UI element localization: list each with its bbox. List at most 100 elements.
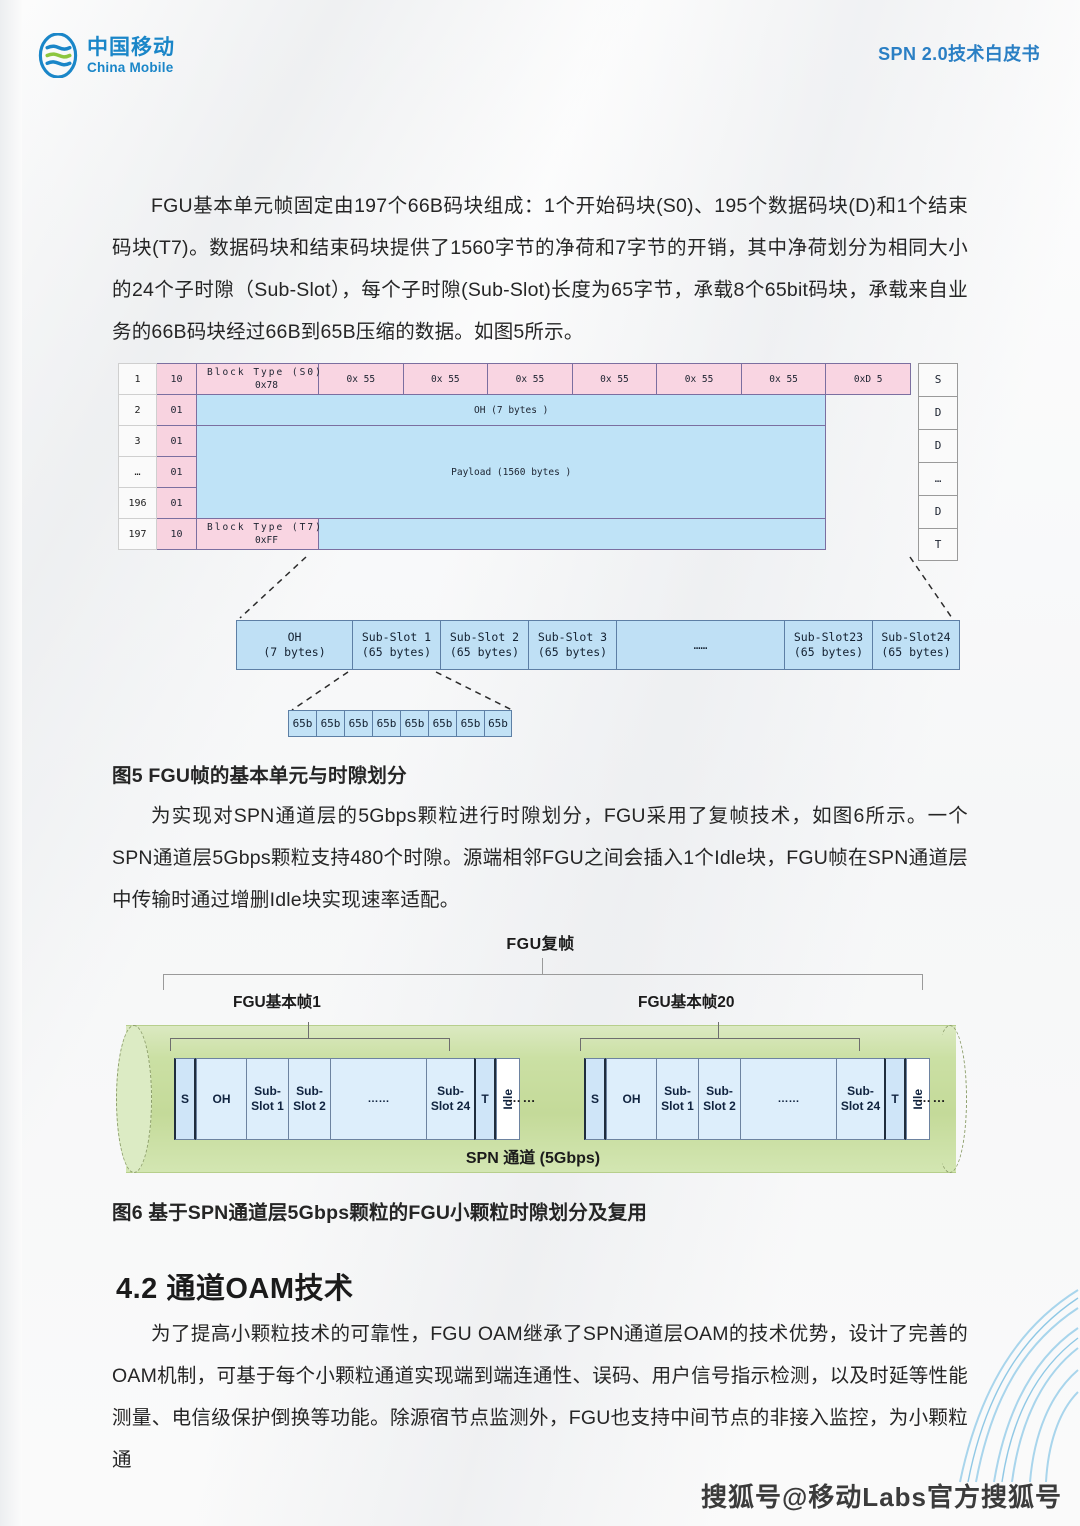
frame20-brace <box>580 1038 860 1051</box>
page-left-edge-shadow <box>0 0 22 1526</box>
paragraph-2: 为实现对SPN通道层的5Gbps颗粒进行时隙划分，FGU采用了复帧技术，如图6所… <box>112 805 968 911</box>
hex-cell-5: 0x 55 <box>656 363 742 395</box>
cell-line2: Slot 2 <box>703 1099 736 1113</box>
cylinder-left-cap <box>116 1025 152 1173</box>
paragraph-3: 为了提高小颗粒技术的可靠性，FGU OAM继承了SPN通道层OAM的技术优势，设… <box>112 1323 968 1471</box>
block-type-t7-line1: Block Type (T7) <box>207 522 323 533</box>
table-row: 1 10 Block Type (S0) 0x78 0x 55 0x 55 0x… <box>118 363 911 395</box>
row-index: 1 <box>118 363 157 395</box>
brand-wordmark: 中国移动 China Mobile <box>87 37 175 75</box>
subslot-line1: Sub-Slot23 <box>793 630 864 644</box>
bit-block: 65b <box>372 710 400 737</box>
frame-cell-s: S <box>584 1058 606 1140</box>
subslot-cell-3: Sub-Slot 3 (65 bytes) <box>528 620 616 670</box>
subslot-line2: (65 bytes) <box>449 645 520 659</box>
subslot-cell-23: Sub-Slot23 (65 bytes) <box>784 620 872 670</box>
tail-payload-cell <box>317 518 827 550</box>
subslot-cell-2: Sub-Slot 2 (65 bytes) <box>440 620 528 670</box>
section-heading-4-2: 4.2 通道OAM技术 <box>116 1273 354 1305</box>
sync-bits: 10 <box>156 363 197 395</box>
fgu-basic-frame-20: S OH Sub- Slot 1 Sub- Slot 2 …… Sub- Slo… <box>584 1058 930 1140</box>
cell-line2: Slot 24 <box>430 1099 471 1113</box>
frame-type-cell: S <box>918 363 958 396</box>
subslot-line1: Sub-Slot24 <box>881 630 951 644</box>
fgu-frame-table: 1 10 Block Type (S0) 0x78 0x 55 0x 55 0x… <box>118 363 911 550</box>
bit-block: 65b <box>484 710 512 737</box>
hex-cell-1: 0x 55 <box>318 363 404 395</box>
bit-block: 65b <box>400 710 428 737</box>
page-header: 中国移动 China Mobile SPN 2.0技术白皮书 <box>0 0 1080 110</box>
oh-cell: OH (7 bytes ) <box>195 394 827 426</box>
cell-line1: Sub- <box>706 1084 733 1098</box>
frame-cell-oh: OH <box>606 1058 656 1140</box>
document-title: SPN 2.0技术白皮书 <box>878 44 1040 64</box>
watermark-text: 搜狐号@移动Labs官方搜狐号 <box>700 1482 1062 1512</box>
brand-name-en: China Mobile <box>87 59 174 75</box>
row-index: 197 <box>118 518 157 550</box>
frame-type-column: S D D … D T <box>918 363 958 561</box>
frame20-brace-tick <box>718 1022 720 1038</box>
bit-block: 65b <box>316 710 344 737</box>
sync-bits: 01 <box>156 456 197 488</box>
bit-block-strip: 65b 65b 65b 65b 65b 65b 65b 65b <box>288 710 512 737</box>
fgu-basic-frame-1: S OH Sub- Slot 1 Sub- Slot 2 …… Sub- Slo… <box>174 1058 520 1140</box>
block-type-t7-line2: 0xFF <box>255 535 278 546</box>
payload-cell: Payload (1560 bytes ) <box>195 425 827 519</box>
table-row: 3 01 Payload (1560 bytes ) <box>118 425 911 519</box>
multiframe-brace-tick <box>542 958 544 975</box>
hex-cell-6: 0x 55 <box>740 363 827 395</box>
fgu-frame-20-label: FGU基本帧20 <box>638 994 735 1011</box>
fgu-frame-1-label: FGU基本帧1 <box>233 994 321 1011</box>
frame-cell-ellipsis: …… <box>740 1058 836 1140</box>
block-type-s0-line1: Block Type (S0) <box>207 367 323 378</box>
frame-cell-subslot-24: Sub- Slot 24 <box>836 1058 884 1140</box>
frame-type-cell: D <box>918 429 958 462</box>
section-heading-block: 4.2 通道OAM技术 <box>116 1265 972 1307</box>
table-row: 196 01 <box>118 487 911 519</box>
row-index: 3 <box>118 425 157 457</box>
brand-name-cn: 中国移动 <box>87 35 175 59</box>
frames-ellipsis-right: …… <box>918 1090 947 1105</box>
cell-line1: Sub- <box>437 1084 464 1098</box>
hex-cell-2: 0x 55 <box>402 363 489 395</box>
fgu-multiframe-label: FGU复帧 <box>506 936 575 953</box>
hex-cell-3: 0x 55 <box>487 363 573 395</box>
cell-line1: Sub- <box>254 1084 281 1098</box>
figure-5-caption: 图5 FGU帧的基本单元与时隙划分 <box>112 765 407 787</box>
cell-line2: Slot 24 <box>840 1099 881 1113</box>
frame-cell-subslot-1: Sub- Slot 1 <box>246 1058 288 1140</box>
block-type-s0-cell: Block Type (S0) 0x78 <box>196 363 323 395</box>
multiframe-brace <box>163 974 923 990</box>
subslot-line2: (65 bytes) <box>537 645 608 659</box>
frame-cell-ellipsis: …… <box>330 1058 426 1140</box>
frame1-brace-tick <box>308 1022 310 1038</box>
frame-cell-oh: OH <box>196 1058 246 1140</box>
subslot-line2: (7 bytes) <box>263 645 326 659</box>
subslot-line2: (65 bytes) <box>361 645 432 659</box>
cell-line2: Slot 1 <box>661 1099 694 1113</box>
cell-line1: Sub- <box>664 1084 691 1098</box>
subslot-line2: (65 bytes) <box>881 645 951 659</box>
frame-type-cell: D <box>918 396 958 429</box>
paragraph-3-block: 为了提高小颗粒技术的可靠性，FGU OAM继承了SPN通道层OAM的技术优势，设… <box>112 1313 968 1481</box>
figure-5-caption-block: 图5 FGU帧的基本单元与时隙划分 <box>112 755 968 797</box>
sync-bits: 10 <box>156 518 197 550</box>
subslot-line2: (65 bytes) <box>793 645 864 659</box>
row-index: 2 <box>118 394 157 426</box>
frames-ellipsis-middle: …… <box>508 1090 537 1105</box>
frame-cell-subslot-2: Sub- Slot 2 <box>288 1058 330 1140</box>
hex-cell-4: 0x 55 <box>571 363 658 395</box>
china-mobile-logo-icon <box>38 33 78 78</box>
frame-cell-t: T <box>884 1058 906 1140</box>
sync-bits: 01 <box>156 487 197 519</box>
block-type-t7-cell: Block Type (T7) 0xFF <box>196 518 323 550</box>
frame1-brace <box>170 1038 450 1051</box>
paragraph-2-block: 为实现对SPN通道层的5Gbps颗粒进行时隙划分，FGU采用了复帧技术，如图6所… <box>112 795 968 921</box>
bit-block: 65b <box>456 710 484 737</box>
paragraph-1: FGU基本单元帧固定由197个66B码块组成：1个开始码块(S0)、195个数据… <box>112 195 968 343</box>
subslot-line1: Sub-Slot 1 <box>361 630 432 644</box>
subslot-line1: OH <box>287 630 302 644</box>
spn-channel-label: SPN 通道 (5Gbps) <box>465 1150 601 1167</box>
cell-line2: Slot 2 <box>293 1099 326 1113</box>
figure-6-caption-block: 图6 基于SPN通道层5Gbps颗粒的FGU小颗粒时隙划分及复用 <box>112 1192 968 1234</box>
